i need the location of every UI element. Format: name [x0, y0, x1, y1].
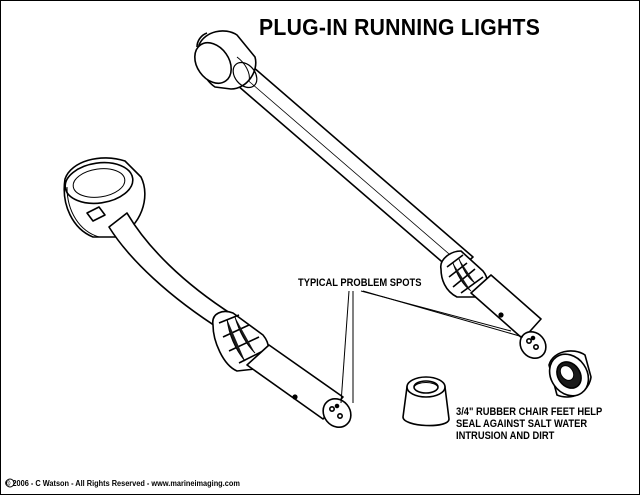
rubber-feet-label: 3/4" RUBBER CHAIR FEET HELP SEAL AGAINST…	[456, 406, 602, 442]
curved-light-plug-tip	[246, 344, 352, 429]
curved-light-collar	[212, 310, 270, 372]
straight-light-shaft	[236, 66, 474, 274]
rubber-chair-foot-loose	[402, 376, 450, 427]
diagram-title: PLUG-IN RUNNING LIGHTS	[259, 14, 541, 40]
problem-spots-label: TYPICAL PROBLEM SPOTS	[298, 277, 422, 289]
curved-running-light	[63, 157, 352, 429]
rubber-feet-label-line-2: SEAL AGAINST SALT WATER	[456, 418, 588, 430]
rubber-chair-foot-installed	[548, 350, 592, 398]
copyright-notice: © 2006 - C Watson - All Rights Reserved …	[5, 479, 240, 488]
straight-running-light	[194, 30, 547, 360]
curved-light-shaft	[108, 212, 234, 332]
straight-light-lamp-head	[194, 30, 258, 90]
rubber-feet-label-line-3: INTRUSION AND DIRT	[456, 430, 555, 442]
rubber-feet-label-line-1: 3/4" RUBBER CHAIR FEET HELP	[456, 406, 603, 418]
problem-spot-leader-lines	[340, 290, 524, 404]
straight-light-plug-tip	[470, 274, 547, 360]
copyright-circle	[5, 478, 15, 488]
